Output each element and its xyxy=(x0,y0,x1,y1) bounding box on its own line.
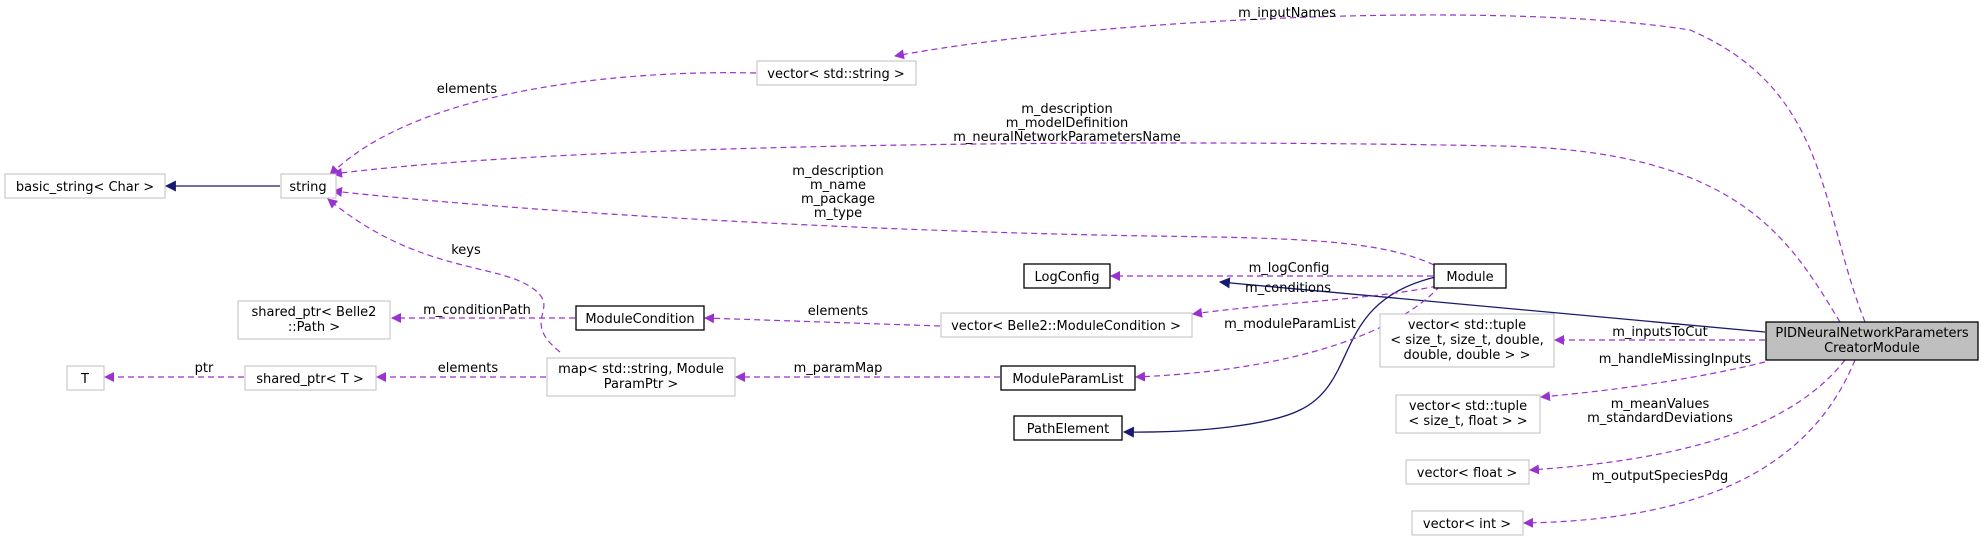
node-pid-module[interactable]: PIDNeuralNetworkParameters CreatorModule xyxy=(1765,321,1979,361)
label-input-names: m_inputNames xyxy=(1238,6,1336,21)
label-conditions: m_conditions xyxy=(1245,281,1331,296)
label-mean-std-1: m_meanValues xyxy=(1611,397,1710,412)
node-vector-tuple-cut-label-3: double, double > > xyxy=(1404,348,1531,363)
node-t-label: T xyxy=(80,372,89,387)
label-pid-strings-2: m_modelDefinition xyxy=(1006,116,1129,131)
edge-input-names xyxy=(894,14,1866,323)
edge-pid-to-module xyxy=(1218,277,1766,333)
label-elements-condition: elements xyxy=(808,304,869,319)
edge-mean-std xyxy=(1529,359,1846,475)
node-map-string-param[interactable]: map< std::string, Module ParamPtr > xyxy=(546,357,736,397)
node-vector-tuple-float-label-2: < size_t, float > > xyxy=(1408,414,1527,429)
node-shared-ptr-path-label-1: shared_ptr< Belle2 xyxy=(252,305,377,320)
label-module-strings-1: m_description xyxy=(792,164,883,179)
label-module-strings-4: m_type xyxy=(814,206,862,221)
label-module-strings-3: m_package xyxy=(801,192,875,207)
label-inputs-to-cut: m_inputsToCut xyxy=(1612,325,1707,340)
edges: m_inputNames elements m_description m_mo… xyxy=(104,6,1866,528)
node-map-string-param-label-2: ParamPtr > xyxy=(604,377,679,392)
node-vector-tuple-cut[interactable]: vector< std::tuple < size_t, size_t, dou… xyxy=(1379,313,1555,368)
node-string[interactable]: string xyxy=(280,173,337,199)
label-condition-path: m_conditionPath xyxy=(423,303,531,318)
node-vector-std-string-label: vector< std::string > xyxy=(767,67,904,82)
edge-handle-missing xyxy=(1540,361,1766,402)
label-mean-std-2: m_standardDeviations xyxy=(1587,411,1733,426)
label-keys: keys xyxy=(451,243,481,258)
node-basic-string-label: basic_string< Char > xyxy=(16,180,154,195)
label-elements-string: elements xyxy=(437,82,498,97)
edge-module-strings xyxy=(332,187,1435,266)
edge-elements-string xyxy=(329,72,757,176)
edge-output-species xyxy=(1523,359,1856,528)
label-pid-strings-1: m_description xyxy=(1021,102,1112,117)
node-vector-int[interactable]: vector< int > xyxy=(1411,510,1524,536)
label-param-map: m_paramMap xyxy=(794,361,883,376)
edge-conditions xyxy=(1192,285,1438,318)
node-module-param-list-label: ModuleParamList xyxy=(1012,372,1123,387)
node-vector-tuple-float-label-1: vector< std::tuple xyxy=(1409,399,1527,414)
node-module-label: Module xyxy=(1446,270,1493,285)
node-pid-module-label-2: CreatorModule xyxy=(1824,341,1920,356)
node-vector-float-label: vector< float > xyxy=(1417,466,1518,481)
node-map-string-param-label-1: map< std::string, Module xyxy=(558,362,724,377)
edge-elements-condition xyxy=(704,313,941,327)
label-module-strings-2: m_name xyxy=(810,178,866,193)
node-t[interactable]: T xyxy=(66,365,105,391)
node-shared-ptr-t-label: shared_ptr< T > xyxy=(256,372,363,387)
node-vector-float[interactable]: vector< float > xyxy=(1405,459,1530,485)
node-basic-string[interactable]: basic_string< Char > xyxy=(4,173,166,199)
node-vector-tuple-cut-label-2: < size_t, size_t, double, xyxy=(1390,333,1544,348)
node-string-label: string xyxy=(289,180,326,195)
nodes: vector< std::string > basic_string< Char… xyxy=(4,60,1979,536)
node-shared-ptr-path-label-2: ::Path > xyxy=(288,320,340,335)
node-vector-tuple-cut-label-1: vector< std::tuple xyxy=(1408,318,1526,333)
node-module-param-list[interactable]: ModuleParamList xyxy=(1000,365,1136,391)
node-module[interactable]: Module xyxy=(1433,263,1507,289)
node-shared-ptr-path[interactable]: shared_ptr< Belle2 ::Path > xyxy=(237,300,391,340)
node-vector-tuple-float[interactable]: vector< std::tuple < size_t, float > > xyxy=(1395,394,1541,434)
label-output-species: m_outputSpeciesPdg xyxy=(1592,469,1728,484)
node-path-element[interactable]: PathElement xyxy=(1013,415,1123,441)
label-handle-missing: m_handleMissingInputs xyxy=(1599,352,1752,367)
node-pid-module-label-1: PIDNeuralNetworkParameters xyxy=(1775,326,1968,341)
node-path-element-label: PathElement xyxy=(1027,422,1109,437)
edge-keys xyxy=(327,198,561,353)
node-module-condition-label: ModuleCondition xyxy=(585,312,694,327)
node-vector-int-label: vector< int > xyxy=(1423,517,1511,532)
label-elements-map: elements xyxy=(438,361,499,376)
label-pid-strings-3: m_neuralNetworkParametersName xyxy=(953,130,1181,145)
edge-pid-strings xyxy=(332,142,1841,323)
node-module-condition[interactable]: ModuleCondition xyxy=(575,305,705,331)
label-log-config: m_logConfig xyxy=(1249,261,1330,276)
edge-module-to-path-element xyxy=(1122,275,1441,438)
node-vector-module-condition-label: vector< Belle2::ModuleCondition > xyxy=(951,319,1181,334)
label-ptr: ptr xyxy=(195,361,214,376)
node-vector-module-condition[interactable]: vector< Belle2::ModuleCondition > xyxy=(940,312,1193,338)
node-log-config-label: LogConfig xyxy=(1035,270,1100,285)
node-vector-std-string[interactable]: vector< std::string > xyxy=(756,60,917,86)
edge-module-param-list xyxy=(1135,285,1441,382)
node-shared-ptr-t[interactable]: shared_ptr< T > xyxy=(244,365,377,391)
node-log-config[interactable]: LogConfig xyxy=(1023,263,1111,289)
label-module-param-list: m_moduleParamList xyxy=(1224,317,1356,332)
